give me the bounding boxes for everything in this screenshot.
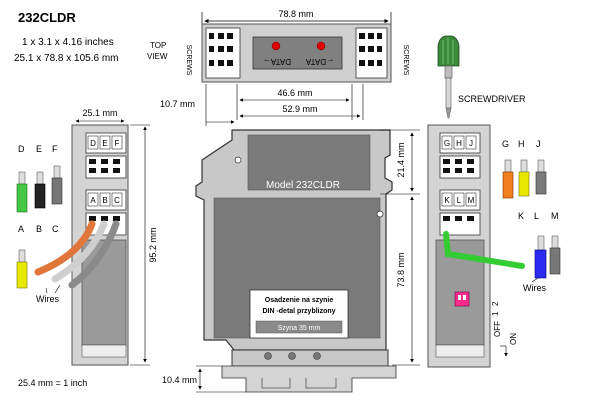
wire-label-h: H bbox=[518, 139, 525, 149]
wire-a-orange bbox=[34, 220, 96, 276]
dim-10-7: 10.7 mm bbox=[160, 99, 195, 109]
dip-switch[interactable] bbox=[454, 291, 470, 307]
terminal-h: H bbox=[456, 139, 462, 148]
screwdriver-label: SCREWDRIVER bbox=[458, 94, 526, 104]
view-label: VIEW bbox=[147, 52, 168, 61]
dim-78-8: 78.8 mm bbox=[278, 9, 313, 19]
dim-52-9: 52.9 mm bbox=[282, 104, 317, 114]
switch-2: 2 bbox=[491, 301, 500, 306]
wire-label-k: K bbox=[518, 211, 524, 221]
wire-b-gray bbox=[51, 220, 108, 283]
wire-label-g: G bbox=[502, 139, 509, 149]
data-led-right bbox=[316, 41, 326, 51]
wire-label-e: E bbox=[36, 144, 42, 154]
wire-label-d: D bbox=[18, 144, 25, 154]
terminal-l: L bbox=[457, 196, 462, 205]
right-wires-label: Wires bbox=[523, 283, 546, 293]
wire-label-c: C bbox=[52, 224, 59, 234]
conversion-note: 25.4 mm = 1 inch bbox=[18, 378, 87, 388]
switch-1: 1 bbox=[491, 311, 500, 316]
data-led-left bbox=[271, 41, 281, 51]
terminal-a: A bbox=[90, 196, 96, 205]
wire-label-f: F bbox=[52, 144, 58, 154]
screwdriver-icon bbox=[437, 35, 460, 119]
terminal-d: D bbox=[90, 139, 96, 148]
model-label: Model 232CLDR bbox=[266, 180, 340, 191]
wire-label-j: J bbox=[536, 139, 541, 149]
top-view-label: TOP bbox=[150, 41, 166, 50]
din-rail-label: Szyna 35 mm bbox=[278, 325, 321, 332]
terminal-b: B bbox=[102, 196, 107, 205]
terminal-e: E bbox=[102, 139, 107, 148]
switch-on: ON bbox=[509, 333, 518, 345]
terminal-m: M bbox=[468, 196, 475, 205]
wire-pin-l bbox=[534, 235, 547, 279]
din-rail bbox=[221, 365, 397, 393]
wire-pin-f bbox=[51, 165, 63, 205]
wire-k-green bbox=[443, 231, 525, 269]
terminal-j: J bbox=[469, 139, 473, 148]
size-mm: 25.1 x 78.8 x 105.6 mm bbox=[14, 53, 119, 64]
terminal-k: K bbox=[444, 196, 450, 205]
data-led-panel bbox=[252, 36, 343, 70]
din-note-line1: Osadzenie na szynie bbox=[265, 297, 334, 304]
wire-pin-e bbox=[34, 171, 46, 209]
dim-46-6: 46.6 mm bbox=[277, 88, 312, 98]
wire-label-b: B bbox=[36, 224, 42, 234]
dim-25-1-label: 25.1 mm bbox=[82, 108, 117, 118]
wire-label-a: A bbox=[18, 224, 24, 234]
wire-pin-j bbox=[535, 159, 547, 195]
terminal-f: F bbox=[115, 139, 120, 148]
data-label-left: DATA→ bbox=[263, 57, 291, 66]
terminal-g: G bbox=[444, 139, 450, 148]
title: 232CLDR bbox=[18, 10, 76, 25]
wire-pin-d bbox=[16, 171, 28, 213]
din-note-line2: DIN -detal przyblizony bbox=[262, 308, 335, 315]
size-inches: 1 x 3.1 x 4.16 inches bbox=[22, 37, 114, 48]
left-wires-label: Wires bbox=[36, 294, 59, 304]
wire-label-m: M bbox=[551, 211, 559, 221]
dim-95-2: 95.2 mm bbox=[148, 227, 158, 262]
dim-73-8: 73.8 mm bbox=[396, 252, 406, 287]
wire-pin-a bbox=[16, 249, 28, 289]
switch-off: OFF bbox=[493, 321, 502, 337]
terminal-c: C bbox=[114, 196, 120, 205]
screws-left-label: SCREWS bbox=[185, 45, 192, 76]
dim-21-4: 21.4 mm bbox=[396, 142, 406, 177]
wire-c-dark bbox=[68, 220, 120, 289]
dim-10-4: 10.4 mm bbox=[162, 375, 197, 385]
wire-pin-h bbox=[518, 159, 530, 197]
wire-label-l: L bbox=[534, 211, 539, 221]
wire-pin-g bbox=[502, 159, 514, 199]
screws-right-label: SCREWS bbox=[402, 45, 409, 76]
data-label-right: ←DATA bbox=[305, 57, 334, 66]
wire-pin-m bbox=[549, 235, 561, 275]
